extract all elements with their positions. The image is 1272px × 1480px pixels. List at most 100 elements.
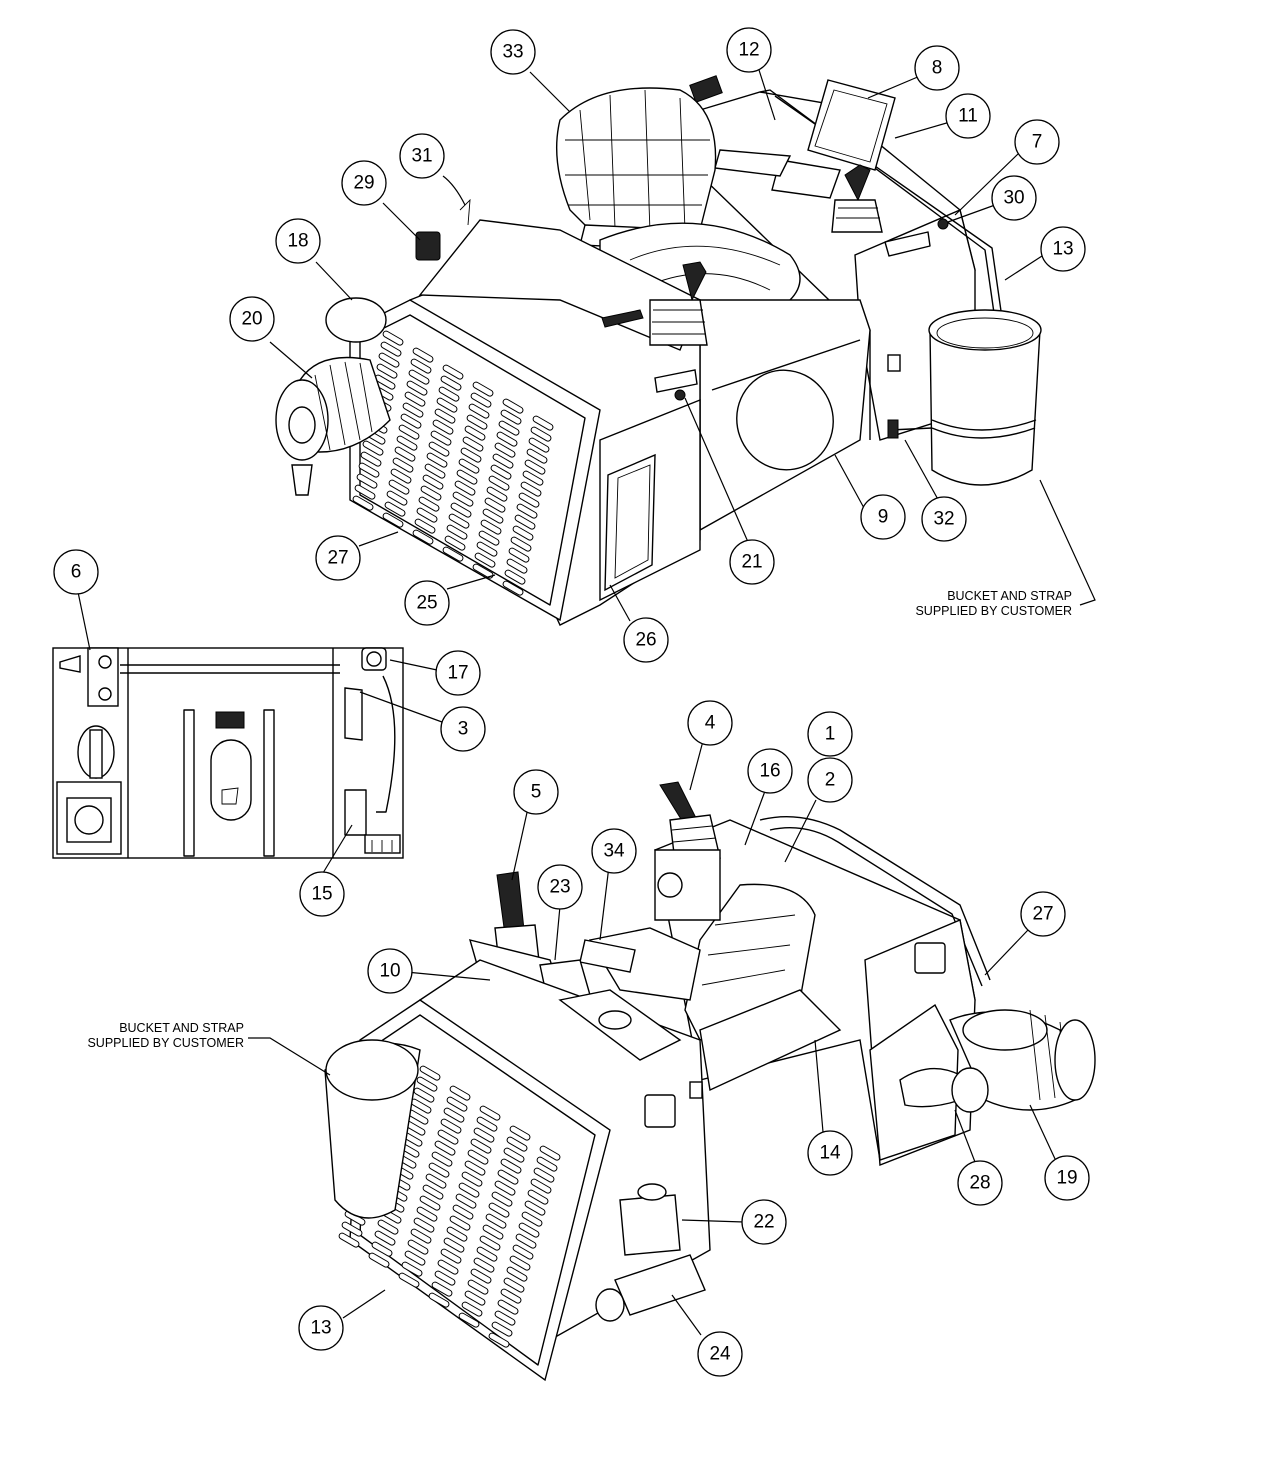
grille-slot: [418, 496, 440, 512]
note-top-line1: BUCKET AND STRAP: [947, 589, 1072, 603]
grille-slot: [416, 1206, 438, 1222]
callout-18-label: 18: [287, 231, 308, 252]
grille-slot: [479, 1235, 501, 1251]
callout-14: 14: [807, 1130, 853, 1176]
callout-19: 19: [1044, 1155, 1090, 1201]
callout-34-label: 34: [603, 841, 625, 862]
callout-12: 12: [726, 27, 772, 73]
callout-17: 17: [435, 650, 481, 696]
grille-slot: [521, 1211, 543, 1227]
callout-21-label: 21: [741, 552, 762, 573]
grille-slot: [480, 519, 502, 535]
grille-slot: [526, 448, 548, 464]
grille-slot: [482, 508, 504, 524]
grille-slot: [488, 1332, 510, 1348]
callout-27-bottom: 27: [1020, 891, 1066, 937]
callout-20-label: 20: [241, 309, 262, 330]
grille-slot: [402, 402, 424, 418]
grille-slot: [515, 1233, 537, 1249]
callout-16: 16: [747, 748, 793, 794]
grille-slot: [404, 391, 426, 407]
callout-34: 34: [591, 828, 637, 874]
grille-slot: [455, 1193, 477, 1209]
grille-slot: [503, 1147, 525, 1163]
callout-8-label: 8: [932, 58, 943, 79]
grille-slot: [464, 1290, 486, 1306]
grille-slot: [449, 1085, 471, 1101]
grille-slot: [491, 1191, 513, 1207]
grille-slot: [491, 1321, 513, 1337]
grille-slot: [467, 1279, 489, 1295]
grille-slot: [360, 451, 382, 467]
callout-23-label: 23: [549, 877, 570, 898]
callout-11: 11: [945, 93, 991, 139]
note-bottom-line1: BUCKET AND STRAP: [119, 1021, 244, 1035]
grille-slot: [426, 452, 448, 468]
callout-6: 6: [53, 549, 99, 595]
grille-slot: [446, 524, 468, 540]
callout-15-label: 15: [311, 884, 332, 905]
callout-12-label: 12: [738, 40, 759, 61]
callout-22: 22: [741, 1199, 787, 1245]
grille-slot: [396, 435, 418, 451]
callout-20: 20: [229, 296, 275, 342]
grille-slot: [400, 413, 422, 429]
callout-4: 4: [687, 700, 733, 746]
grille-slot: [454, 480, 476, 496]
grille-slot: [448, 513, 470, 529]
grille-slot: [398, 1272, 420, 1288]
grille-slot: [497, 1169, 519, 1185]
callout-30-label: 30: [1003, 188, 1024, 209]
grille-slot: [440, 375, 462, 391]
grille-slot: [497, 1299, 519, 1315]
callout-32: 32: [921, 496, 967, 542]
callouts: 33 12 8 11 7 30 13 31 29 18 20 9 32 21 2…: [53, 27, 1090, 1377]
grille-slot: [428, 441, 450, 457]
grille-slot: [490, 464, 512, 480]
grille-slot: [461, 1171, 483, 1187]
callout-23: 23: [537, 864, 583, 910]
grille-slot: [338, 1232, 360, 1248]
grille-slot: [528, 437, 550, 453]
callout-19-label: 19: [1056, 1168, 1077, 1189]
grille-slot: [424, 463, 446, 479]
grille-slot: [431, 1281, 453, 1297]
bottom-assembly-illustration: [324, 781, 1096, 1382]
callout-24-label: 24: [709, 1344, 731, 1365]
callout-32-label: 32: [933, 509, 954, 530]
grille-slot: [442, 546, 464, 562]
grille-slot: [502, 398, 524, 414]
grille-slot: [476, 541, 498, 557]
grille-slot: [412, 347, 434, 363]
grille-slot: [514, 514, 536, 530]
callout-21: 21: [729, 539, 775, 585]
grille-slot: [470, 1138, 492, 1154]
top-assembly-illustration: [275, 75, 1042, 626]
grille-slot: [377, 1219, 399, 1235]
grille-slot: [450, 502, 472, 518]
grille-slot: [512, 525, 534, 541]
grille-slot: [476, 1246, 498, 1262]
grille-slot: [376, 363, 398, 379]
grille-slot: [488, 1202, 510, 1218]
grille-slot: [380, 341, 402, 357]
grille-slot: [412, 529, 434, 545]
grille-slot: [500, 1288, 522, 1304]
grille-slot: [440, 1248, 462, 1264]
grille-slot: [422, 474, 444, 490]
callout-27-top: 27: [315, 535, 361, 581]
grille-slot: [416, 507, 438, 523]
grille-slot: [462, 436, 484, 452]
grille-slot: [460, 447, 482, 463]
grille-slot: [446, 1226, 468, 1242]
grille-slot: [476, 1116, 498, 1132]
grille-slot: [434, 1270, 456, 1286]
callout-7-label: 7: [1032, 132, 1043, 153]
inset-detail-illustration: [52, 647, 404, 859]
grille-slot: [518, 492, 540, 508]
grille-slot: [461, 1301, 483, 1317]
grille-slot: [419, 1065, 441, 1081]
grille-slot: [444, 535, 466, 551]
note-top: BUCKET AND STRAP SUPPLIED BY CUSTOMER: [915, 589, 1072, 618]
grille-slot: [466, 414, 488, 430]
